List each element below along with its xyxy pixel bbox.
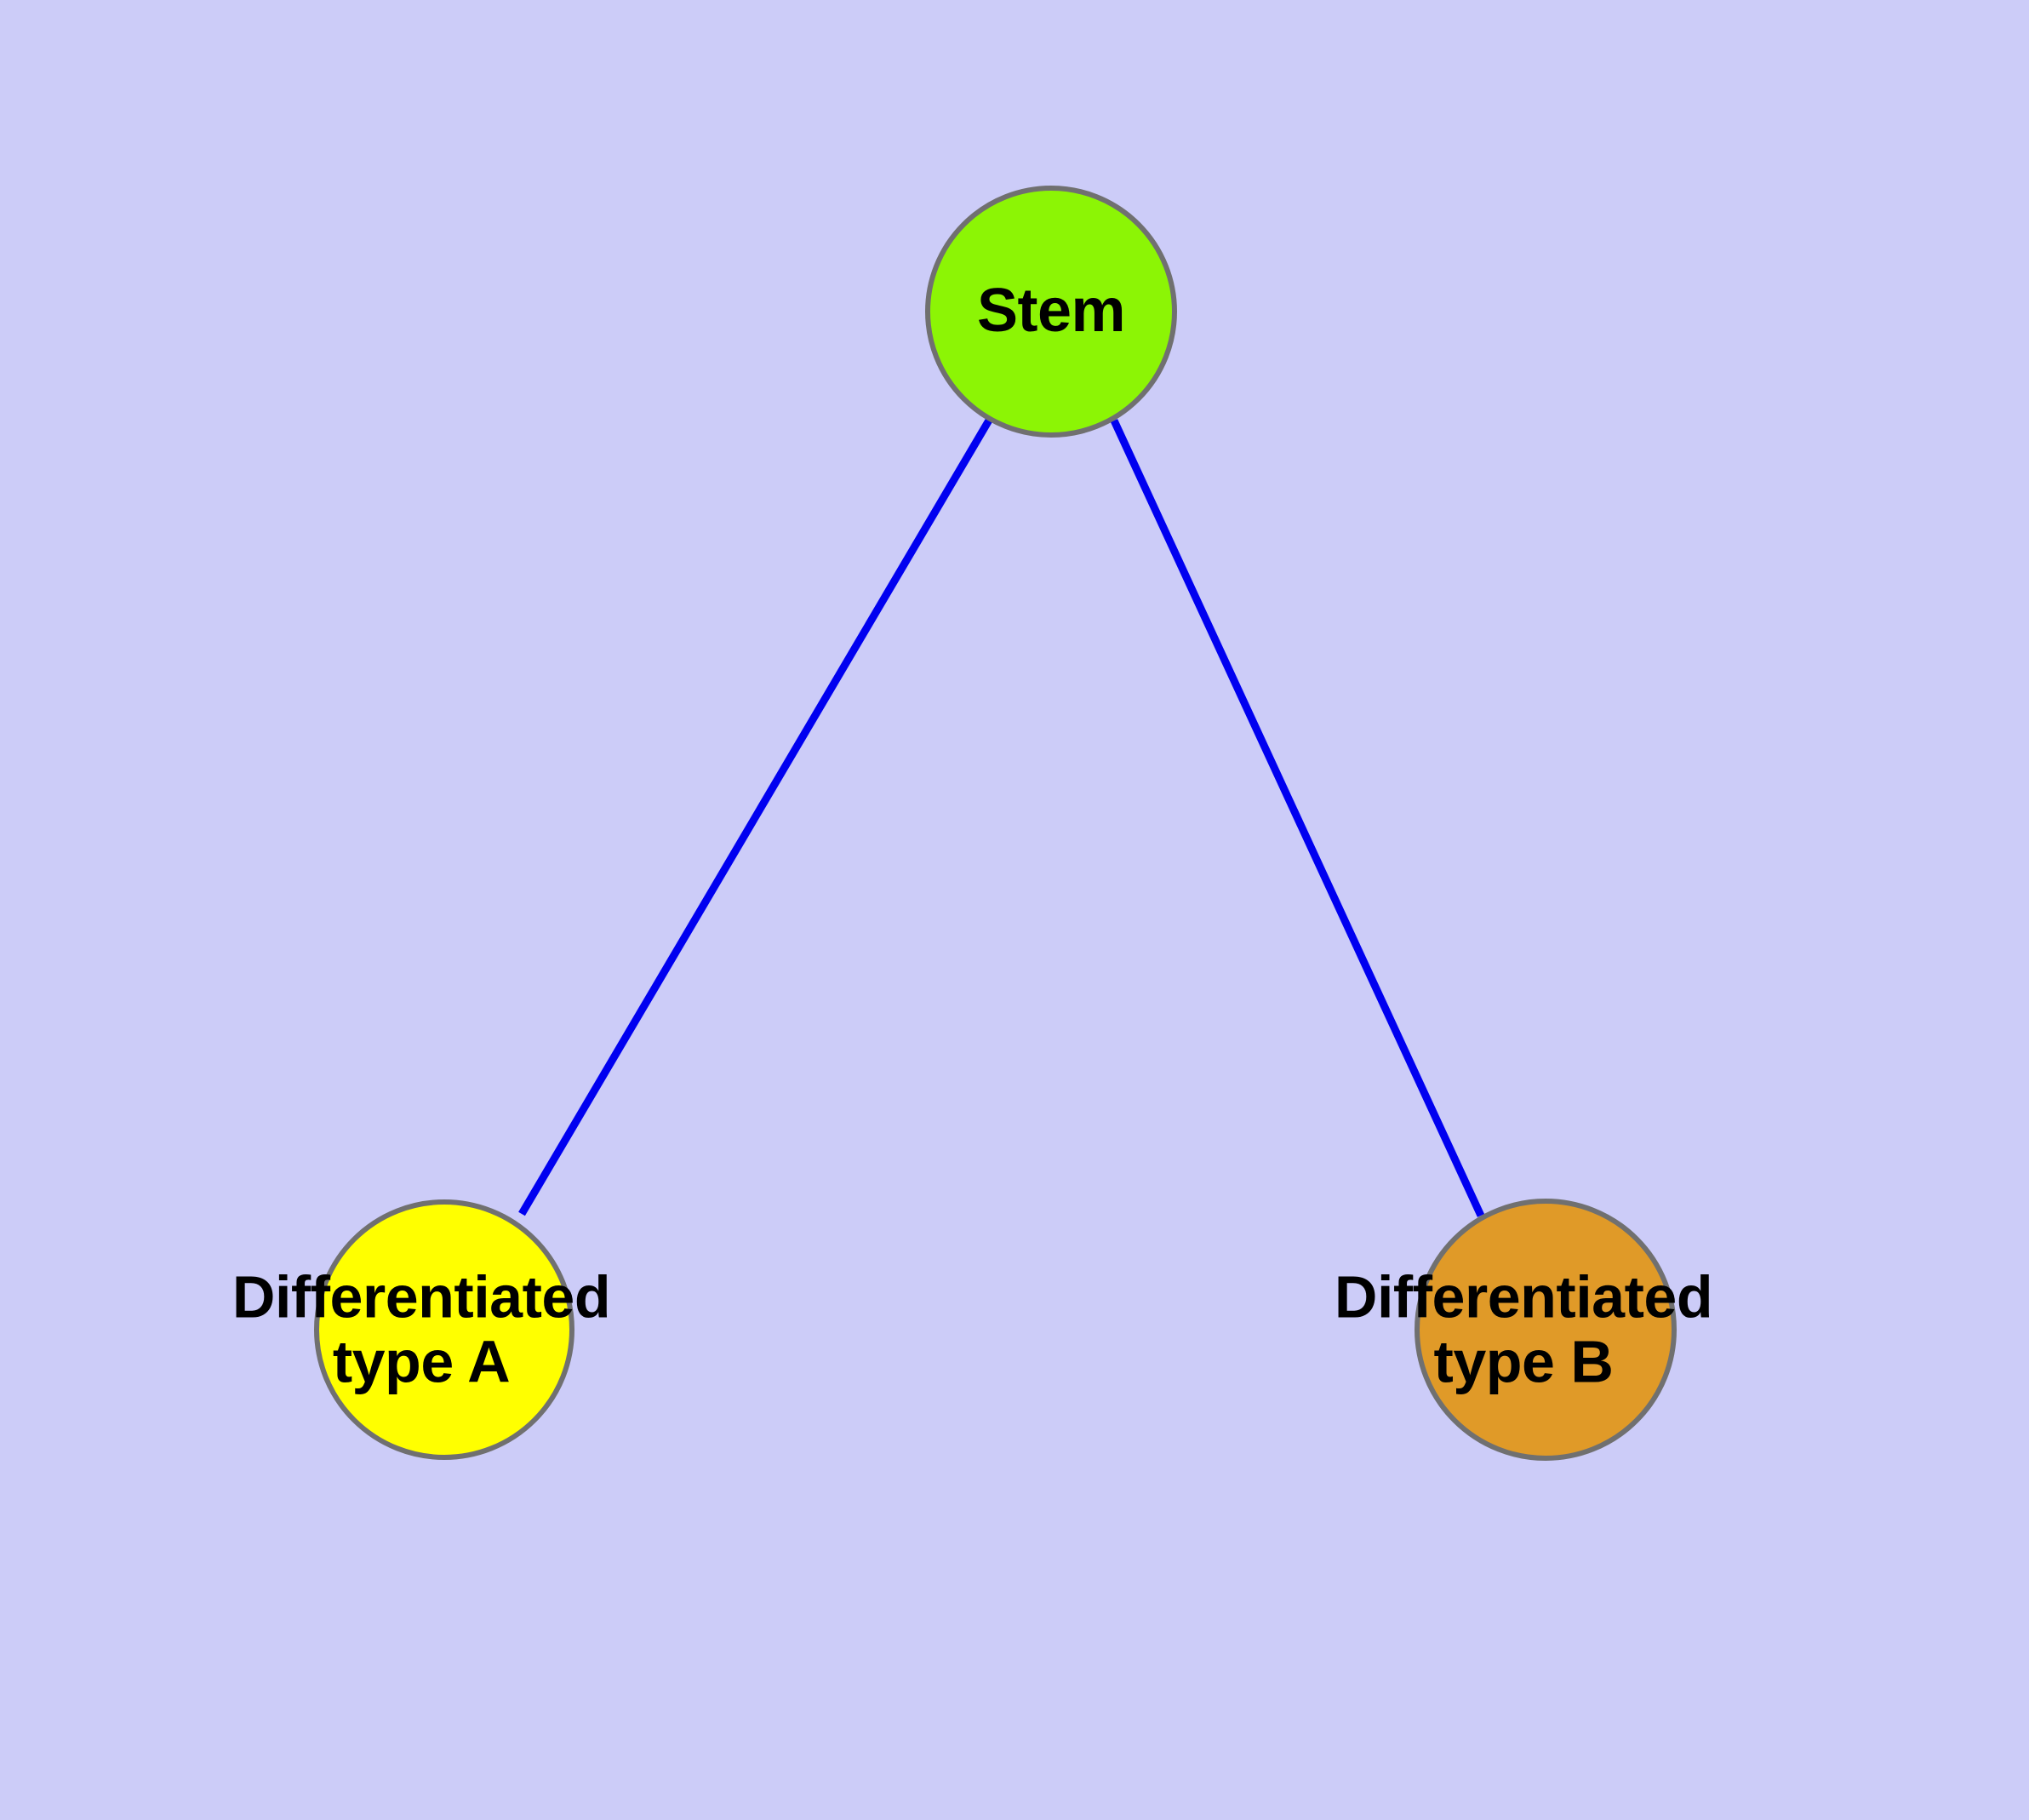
edge-stem-to-type-b[interactable] [1110, 419, 1485, 1217]
node-differentiated-type-b[interactable] [1415, 1199, 1677, 1461]
node-differentiated-type-a[interactable] [314, 1199, 574, 1460]
node-stem[interactable] [925, 186, 1177, 438]
edge-stem-to-type-a[interactable] [518, 416, 993, 1216]
